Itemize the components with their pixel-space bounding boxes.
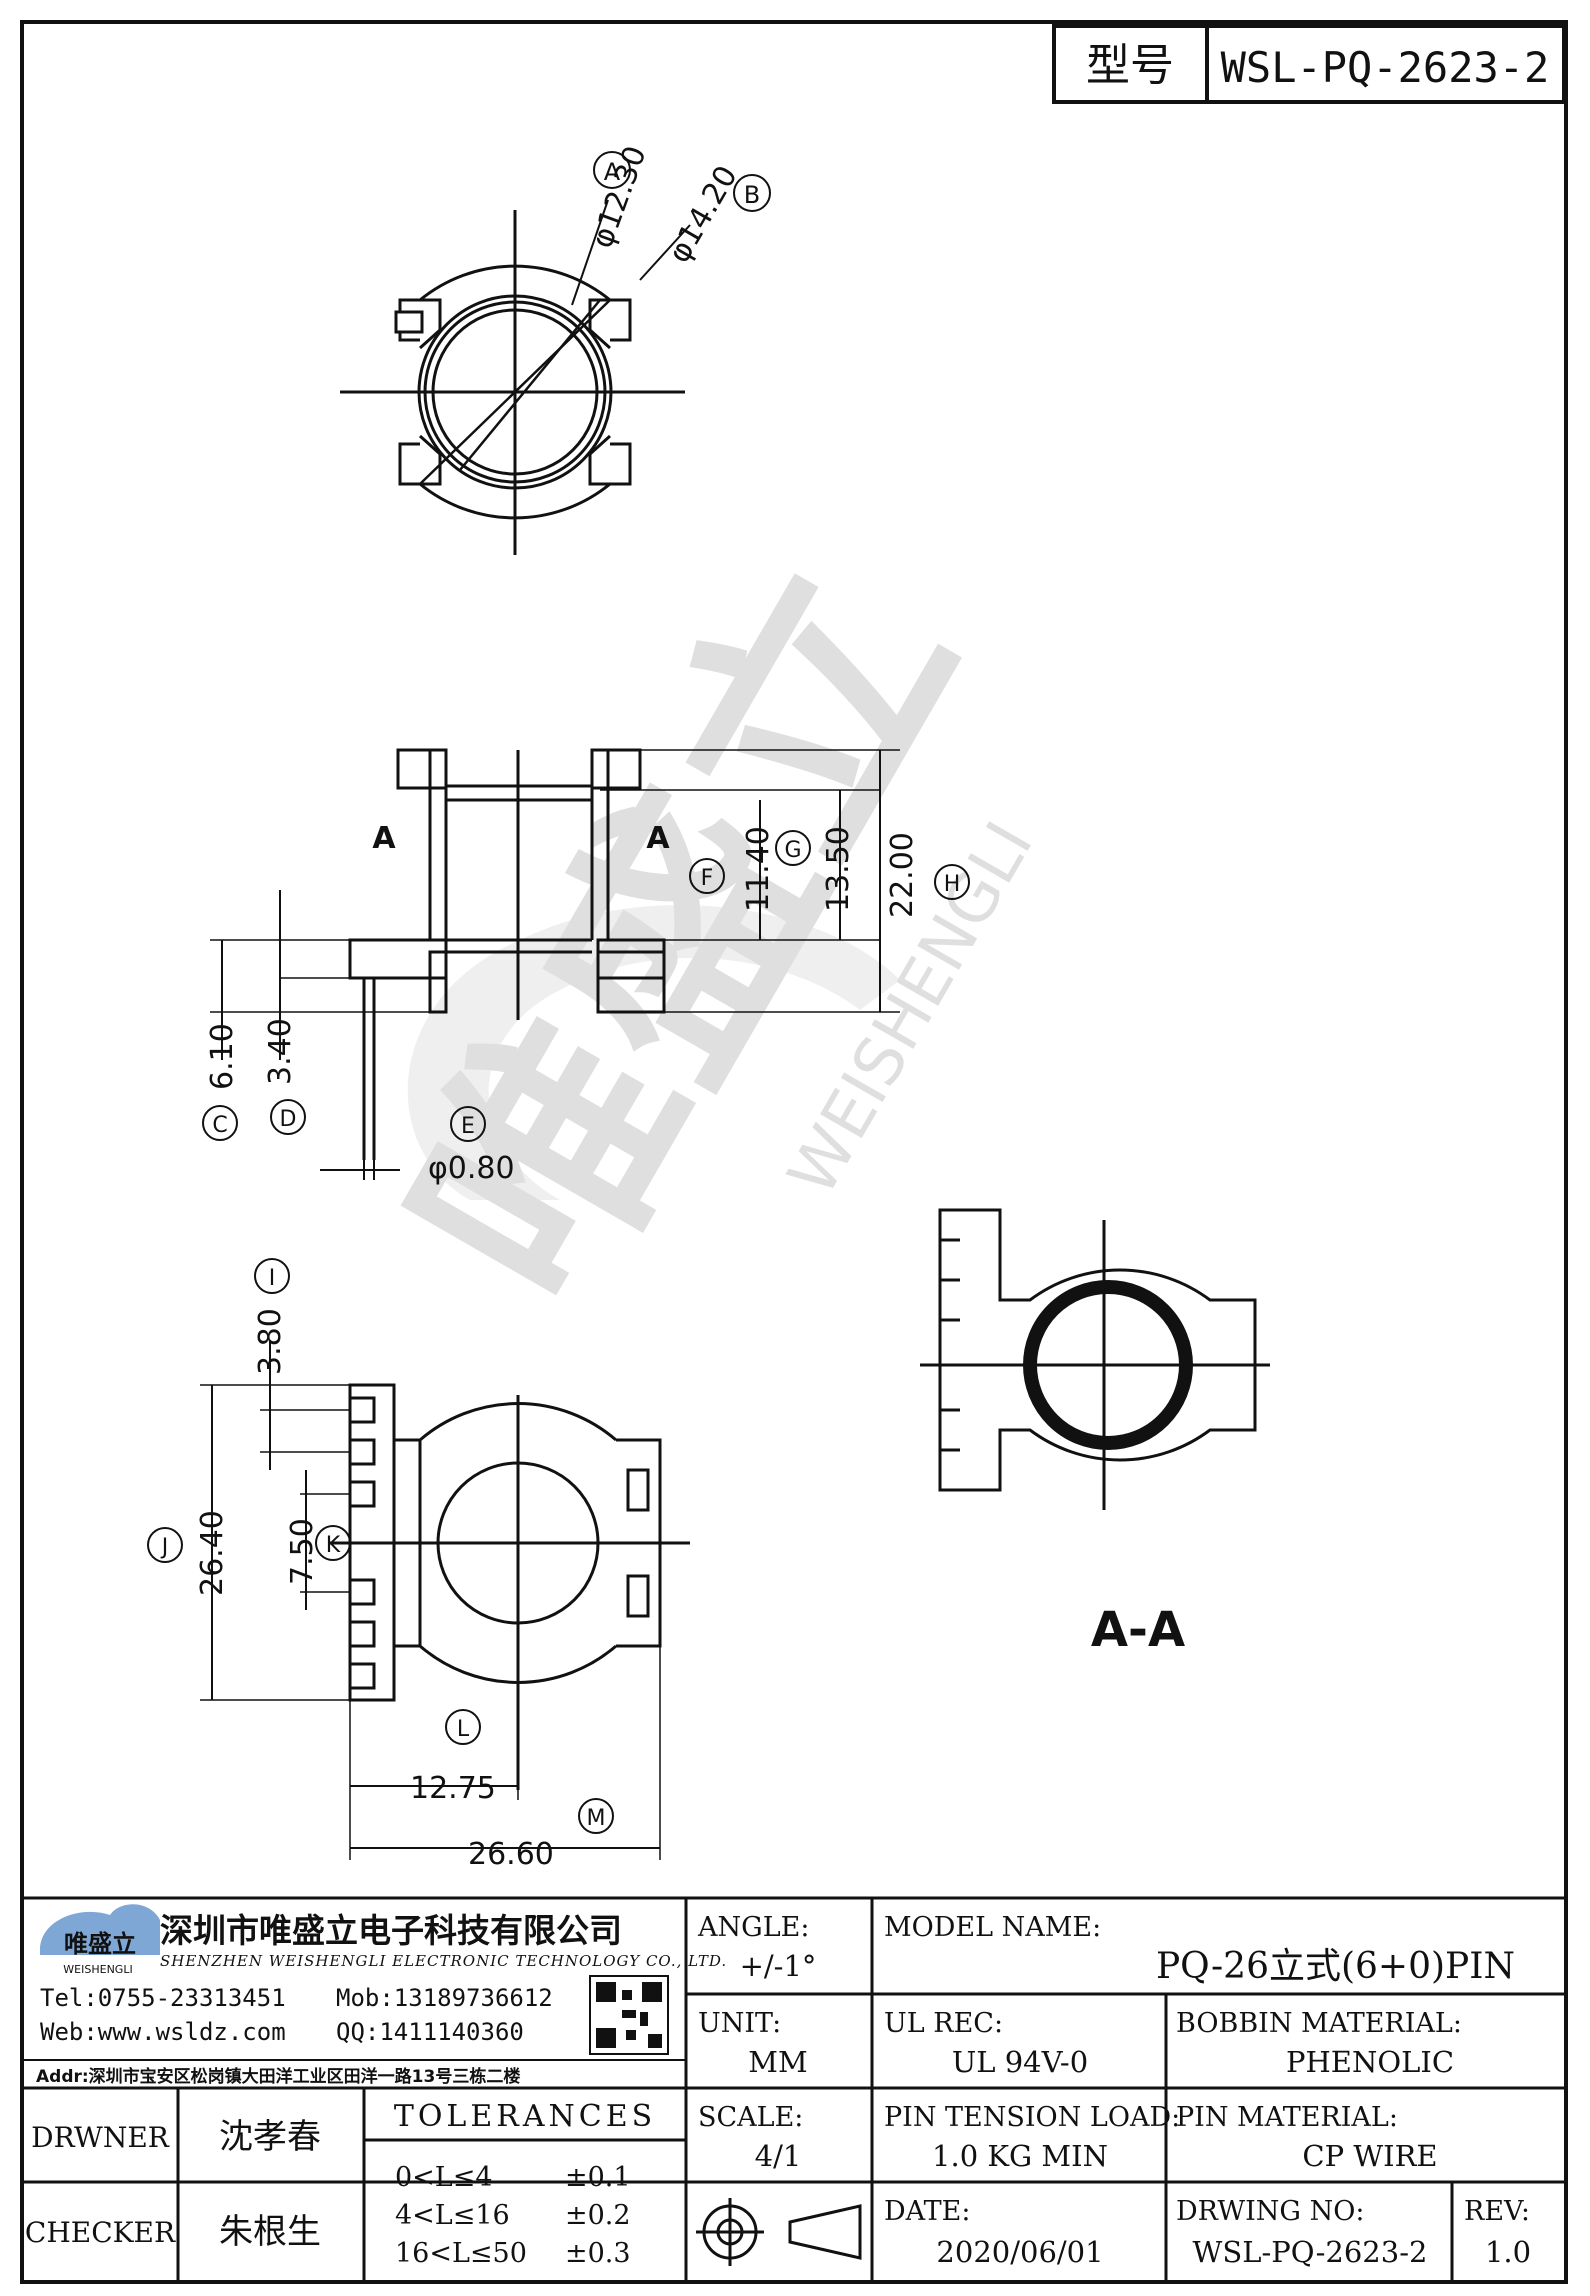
projection-symbol-icon [696, 2198, 862, 2266]
callout-e: E [450, 1106, 486, 1142]
ul-value: UL 94V-0 [952, 2045, 1088, 2079]
tolerance-value-3: ±0.3 [565, 2238, 631, 2269]
callout-h: H [934, 864, 970, 900]
svg-text:J: J [160, 1535, 169, 1560]
tolerance-rows: 0<L≤4 ±0.1 4<L≤16 ±0.2 16<L≤50 ±0.3 [395, 2162, 631, 2269]
svg-text:B: B [744, 181, 760, 209]
svg-text:F: F [701, 866, 714, 891]
svg-text:L: L [457, 1717, 470, 1742]
callout-i: I [254, 1258, 290, 1294]
tolerance-range-3: 16<L≤50 [395, 2238, 527, 2269]
model-number-box: 型号 WSL-PQ-2623-2 [1052, 24, 1566, 104]
dim-m-value: 26.60 [468, 1837, 554, 1872]
model-label: 型号 [1086, 40, 1174, 91]
callout-l: L [445, 1709, 481, 1745]
checker-label: CHECKER [25, 2216, 176, 2249]
title-block-grid [22, 1896, 1566, 2282]
pin-material-label: PIN MATERIAL: [1176, 2102, 1398, 2133]
scale-value: 4/1 [755, 2139, 802, 2173]
bottom-view [200, 1340, 690, 1860]
section-view [920, 1208, 1270, 1510]
company-mob: Mob:13189736612 [336, 1984, 553, 2012]
svg-text:K: K [326, 1533, 341, 1558]
bobbin-value: PHENOLIC [1286, 2045, 1454, 2079]
svg-text:H: H [944, 872, 961, 897]
tolerance-range-1: 0<L≤4 [395, 2162, 493, 2193]
tension-value: 1.0 KG MIN [932, 2139, 1108, 2173]
sheet-border [20, 20, 1568, 2284]
svg-text:A: A [604, 158, 621, 186]
tension-label: PIN TENSION LOAD: [884, 2102, 1180, 2133]
dim-c-value: 6.10 [205, 1023, 240, 1090]
side-view [210, 748, 900, 1180]
watermark: 唯盛立 WEISHENGLI [357, 522, 1048, 1348]
tolerance-value-2: ±0.2 [565, 2200, 631, 2231]
section-mark-left: A [372, 821, 396, 856]
callout-f: F [689, 858, 725, 894]
unit-value: MM [748, 2045, 807, 2079]
logo-text: 唯盛立 [64, 1930, 136, 1958]
angle-label: ANGLE: [697, 1912, 809, 1943]
date-label: DATE: [884, 2196, 970, 2227]
tolerance-range-2: 4<L≤16 [395, 2200, 510, 2231]
callout-d: D [270, 1099, 306, 1135]
bobbin-label: BOBBIN MATERIAL: [1176, 2008, 1462, 2039]
company-logo: 唯盛立 WEISHENGLI [40, 1904, 160, 1976]
tolerances-header: TOLERANCES [394, 2099, 656, 2134]
checker-name: 朱根生 [219, 2212, 321, 2252]
section-core-ring [1023, 1280, 1193, 1450]
rev-label: REV: [1464, 2196, 1530, 2227]
section-label: A-A [1091, 1602, 1185, 1658]
company-name-en: SHENZHEN WEISHENGLI ELECTRONIC TECHNOLOG… [160, 1952, 727, 1970]
qr-code-icon [589, 1975, 669, 2055]
company-qq: QQ:1411140360 [336, 2018, 524, 2046]
dim-e-value: φ0.80 [428, 1151, 515, 1186]
tolerance-value-1: ±0.1 [565, 2162, 631, 2193]
callout-j: J [147, 1527, 183, 1563]
svg-text:E: E [461, 1114, 475, 1139]
dim-b-value: φ14.20 [662, 160, 745, 269]
drawer-name: 沈孝春 [219, 2117, 321, 2157]
svg-text:M: M [587, 1806, 606, 1831]
dim-d-value: 3.40 [263, 1018, 298, 1085]
model-name-label: MODEL NAME: [884, 1912, 1101, 1943]
dim-f-value: 11.40 [741, 826, 776, 912]
company-address: Addr:深圳市宝安区松岗镇大田洋工业区田洋一路13号三栋二楼 [36, 2066, 520, 2087]
logo-sub: WEISHENGLI [63, 1963, 132, 1976]
section-mark-right: A [646, 821, 670, 856]
model-name-value: PQ-26立式(6+0)PIN [1156, 1946, 1515, 1987]
unit-label: UNIT: [698, 2008, 781, 2039]
angle-value: +/-1° [740, 1949, 817, 1983]
dim-j-value: 26.40 [195, 1510, 230, 1596]
drawing-no-label: DRWING NO: [1176, 2196, 1364, 2227]
company-name-cn: 深圳市唯盛立电子科技有限公司 [160, 1911, 622, 1950]
callout-a: A [593, 151, 631, 189]
pin-material-value: CP WIRE [1302, 2139, 1437, 2173]
callout-b: B [733, 174, 771, 212]
dim-k-value: 7.50 [285, 1518, 320, 1585]
svg-text:G: G [784, 838, 801, 863]
company-tel: Tel:0755-23313451 [40, 1984, 286, 2012]
scale-label: SCALE: [698, 2102, 803, 2133]
drawer-label: DRWNER [31, 2121, 170, 2154]
dim-h-value: 22.00 [885, 832, 920, 918]
top-view [340, 199, 691, 555]
callout-k: K [315, 1525, 351, 1561]
callout-g: G [775, 830, 811, 866]
dim-l-value: 12.75 [410, 1771, 496, 1806]
dim-g-value: 13.50 [821, 826, 856, 912]
svg-text:I: I [269, 1266, 276, 1291]
callout-m: M [578, 1798, 614, 1834]
company-web: Web:www.wsldz.com [40, 2018, 286, 2046]
svg-text:D: D [280, 1107, 297, 1132]
model-number: WSL-PQ-2623-2 [1221, 43, 1550, 92]
ul-label: UL REC: [884, 2008, 1003, 2039]
drawing-no-value: WSL-PQ-2623-2 [1193, 2235, 1428, 2269]
callout-c: C [202, 1105, 238, 1141]
rev-value: 1.0 [1485, 2235, 1531, 2269]
dim-i-value: 3.80 [253, 1308, 288, 1375]
svg-text:C: C [212, 1113, 227, 1138]
date-value: 2020/06/01 [936, 2235, 1103, 2269]
